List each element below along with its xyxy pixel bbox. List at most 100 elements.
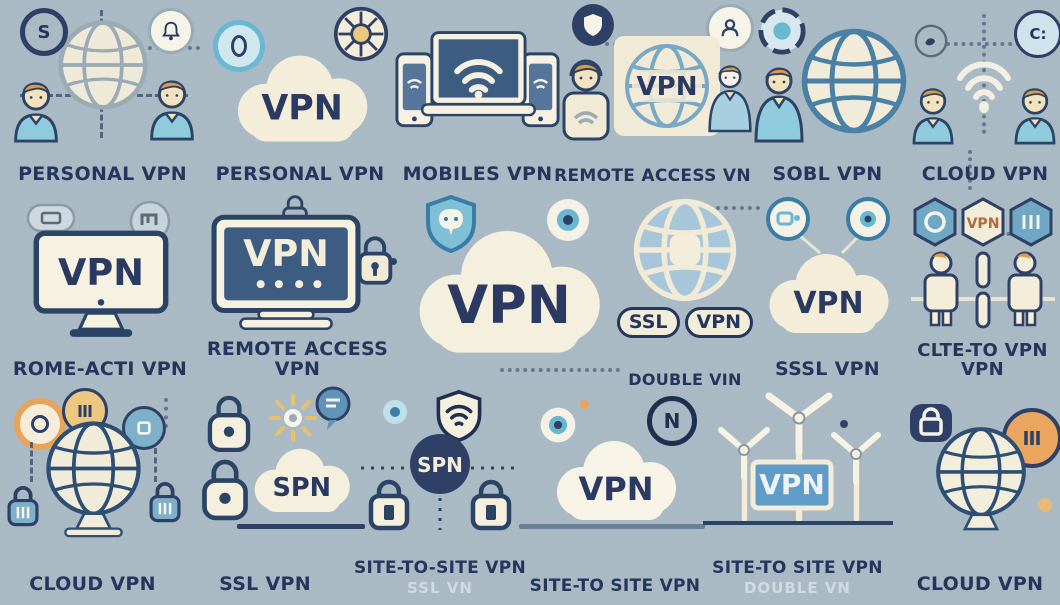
double-vin-label: DOUBLE VIN — [628, 369, 742, 389]
hexagon-icon — [913, 197, 957, 247]
card-personal-vpn-cloud: VPN PERSONAL VPN — [205, 0, 395, 195]
baseline — [519, 524, 705, 529]
card-ssl-vpn-badges: SSL VPN DOUBLE VIN — [616, 195, 754, 390]
hexagon-vpn-icon — [961, 197, 1005, 247]
badge-glyph — [137, 421, 151, 435]
decorative-speck — [840, 420, 848, 428]
globe-vpn-panel: VPN — [614, 36, 720, 136]
hex-vpn-text: VPN — [967, 216, 1000, 232]
person-icon — [1014, 88, 1056, 145]
monitor-screen-text: VPN — [58, 251, 144, 294]
compass-icon — [333, 6, 389, 62]
card-cloud-vpn-globe: CLOUD VPN — [0, 388, 185, 605]
badge-glyph — [1024, 431, 1040, 445]
card-sobl-vpn: SOBL VPN — [745, 0, 910, 195]
dark-lock-icon — [910, 404, 952, 442]
card-label: SITE-TO-SITE VPN — [353, 557, 527, 578]
card-vpn-cloud-large: VPN — [395, 194, 620, 390]
vpn-grid-row-2: VPN ROME-ACTI VPN VPN — [0, 194, 1060, 390]
shield-icon — [584, 14, 602, 36]
card-label-line1: REMOTE ACCESS — [206, 338, 389, 361]
card-label-line2: VPN — [960, 359, 1005, 381]
card-label-line1: CLTE-TO VPN — [917, 340, 1048, 362]
card-label: PERSONAL VPN — [215, 163, 385, 186]
wind-turbines-vpn-sign: VPN — [703, 392, 893, 525]
teal-ring-icon — [213, 20, 265, 72]
person-icon — [14, 82, 58, 143]
vpn-grid-row-1: S PERSONAL VPN — [0, 0, 1060, 195]
sign-text: VPN — [759, 468, 825, 501]
lock-badge-icon — [7, 486, 39, 527]
s-badge-icon: S — [20, 8, 68, 56]
spn-node-text: SPN — [417, 453, 463, 477]
camera-circle-icon — [766, 197, 810, 241]
s-badge-text: S — [37, 21, 51, 43]
connector-line — [30, 442, 33, 482]
vpn-sign-icon — [750, 459, 834, 511]
monitor-vpn-icon: VPN — [211, 214, 361, 330]
person-icon — [754, 67, 804, 143]
wind-turbine-icon — [831, 432, 881, 523]
wifi-shield-icon — [436, 389, 482, 443]
spn-cloud-icon: SPN — [254, 448, 350, 512]
card-sublabel: SSL VN — [407, 579, 473, 597]
card-rome-acti-vpn: VPN ROME-ACTI VPN — [0, 195, 200, 390]
c-badge-icon: C: — [1014, 10, 1060, 58]
globe-vpn-text: VPN — [637, 72, 698, 102]
card-label: MOBILES VPN — [402, 163, 553, 186]
node-connectors — [766, 197, 890, 255]
card-label: CLOUD VPN — [921, 163, 1049, 186]
decorative-speck — [1038, 498, 1052, 512]
ssl-badge: SSL — [616, 307, 680, 338]
badge-glyph — [78, 405, 92, 417]
vpn-cloud-icon: VPN — [557, 441, 676, 520]
cloud-text: VPN — [447, 275, 571, 336]
orange-ring-icon — [14, 398, 66, 450]
figure-icon — [1007, 251, 1043, 327]
vpn-grid-row-3: CLOUD VPN — [0, 386, 1060, 605]
card-label: ROME-ACTI VPN — [12, 358, 188, 381]
wifi-icon — [957, 61, 1011, 113]
decorative-speck — [580, 400, 589, 409]
decorative-dots — [500, 368, 620, 372]
globe-icon — [58, 20, 148, 110]
lock-icon — [368, 479, 410, 531]
spn-node-diagram: SPN — [361, 434, 519, 531]
card-clte-to-vpn: VPN — [905, 195, 1060, 390]
globe-icon — [801, 28, 907, 134]
connector-line — [154, 448, 157, 482]
cloud-text: VPN — [793, 286, 863, 321]
card-label: CLOUD VPN — [916, 573, 1044, 596]
cloud-text: VPN — [579, 470, 654, 508]
lock-icon — [207, 395, 251, 453]
card-label: REMOTE ACCESS VPN — [206, 338, 389, 390]
ssl-vpn-badges: SSL VPN — [608, 307, 762, 338]
sun-icon — [269, 394, 317, 442]
decorative-speck — [390, 258, 397, 265]
lock-icon — [470, 479, 512, 531]
person-icon — [150, 80, 194, 141]
card-site-to-site-vpn-3: VPN SITE-TO SITE VPN DOUBLE VN — [695, 390, 900, 605]
decorative-dots — [968, 150, 972, 190]
tunnel-pillar-icon — [975, 251, 991, 329]
chat-bubble-icon — [315, 386, 351, 430]
card-remote-access-vpn: VPN REMOTE ACCESS VPN — [200, 195, 395, 390]
lock-badge-icon — [149, 482, 181, 523]
bell-icon — [161, 21, 181, 41]
shield-chat-icon — [426, 194, 476, 254]
decorative-dots — [700, 206, 760, 210]
spn-node-icon — [410, 434, 470, 494]
card-label-line2: VPN — [274, 358, 321, 381]
figure-icon — [923, 251, 959, 327]
card-cloud-vpn-globe-2: CLOUD VPN — [900, 390, 1060, 605]
n-badge-icon: N — [647, 396, 697, 446]
card-label: CLOUD VPN — [29, 573, 156, 596]
card-label: SITE-TO SITE VPN — [712, 557, 883, 578]
scribble-circle-icon — [914, 24, 948, 58]
decorative-dots — [164, 398, 168, 428]
person-icon — [912, 88, 954, 145]
card-site-to-site-vpn-1: SPN SITE-TO-SITE VPN SSL VN — [345, 389, 535, 605]
card-sssl-vpn: VPN SSSL VPN — [750, 195, 905, 390]
card-label: SITE-TO SITE VPN — [529, 575, 701, 596]
